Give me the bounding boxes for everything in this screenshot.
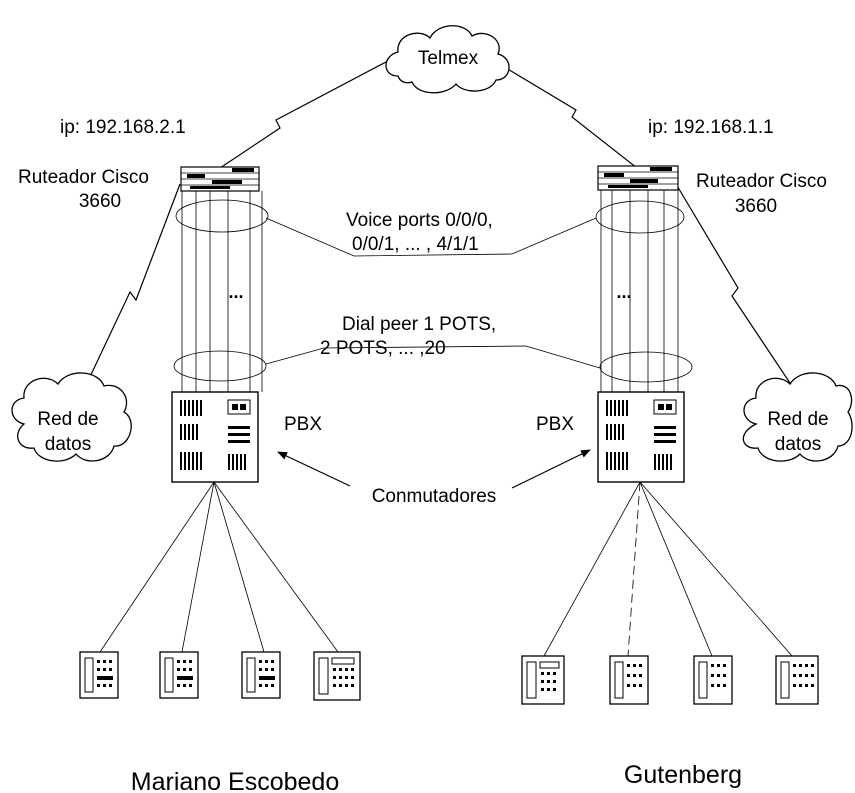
right-data-network-label-line2: datos — [775, 434, 821, 455]
right-port-bundle: ... — [595, 190, 693, 392]
right-router-label-line2: 3660 — [735, 196, 777, 217]
left-pbx — [171, 391, 259, 483]
telmex-label: Telmex — [418, 48, 479, 69]
left-router-label-line1: Ruteador Cisco — [18, 167, 149, 188]
right-bundle-ellipsis: ... — [616, 282, 631, 302]
right-data-network-label-line1: Red de — [767, 409, 828, 430]
right-phone-1 — [521, 655, 565, 705]
right-phone-4 — [775, 655, 819, 705]
switches-label: Conmutadores — [372, 486, 497, 507]
left-site-name: Mariano Escobedo — [131, 768, 339, 793]
wan-link-right — [495, 61, 643, 173]
right-pbx-label: PBX — [536, 414, 574, 435]
wan-link-left — [216, 61, 387, 171]
right-router-label-line1: Ruteador Cisco — [696, 171, 827, 192]
left-port-bundle: ... — [173, 191, 269, 392]
right-site-name: Gutenberg — [624, 761, 742, 789]
left-phone-2 — [159, 651, 199, 699]
left-phone-4 — [313, 651, 361, 701]
left-pbx-label: PBX — [284, 414, 322, 435]
left-phone-3 — [241, 651, 281, 699]
left-phone-lines — [99, 481, 339, 653]
right-pbx — [597, 391, 685, 483]
dial-peer-connector — [265, 345, 601, 369]
left-router-ip: ip: 192.168.2.1 — [60, 117, 186, 138]
left-data-network-label-line1: Red de — [37, 409, 98, 430]
dial-peer-label-line2: 2 POTS, ... ,20 — [320, 338, 446, 359]
right-phone-lines — [543, 481, 793, 657]
left-data-network-label-line2: datos — [45, 434, 91, 455]
left-router — [180, 166, 260, 192]
right-phone-2 — [609, 655, 649, 705]
left-data-network-cloud: Red de datos — [11, 372, 132, 462]
data-link-left — [79, 183, 181, 399]
switches-arrows — [277, 449, 591, 489]
voice-ports-connector — [265, 217, 597, 257]
data-link-right — [675, 183, 801, 399]
left-phone-1 — [79, 651, 119, 699]
left-router-label-line2: 3660 — [79, 191, 121, 212]
right-phone-3 — [693, 655, 733, 705]
right-data-network-cloud: Red de datos — [742, 372, 853, 462]
left-bundle-ellipsis: ... — [228, 282, 243, 302]
right-router — [597, 165, 679, 191]
voice-ports-label-line2: 0/0/1, ... , 4/1/1 — [352, 234, 479, 255]
right-router-ip: ip: 192.168.1.1 — [648, 117, 774, 138]
voice-ports-label-line1: Voice ports 0/0/0, — [346, 210, 493, 231]
telmex-cloud: Telmex — [385, 25, 510, 94]
dial-peer-label-line1: Dial peer 1 POTS, — [342, 314, 496, 335]
